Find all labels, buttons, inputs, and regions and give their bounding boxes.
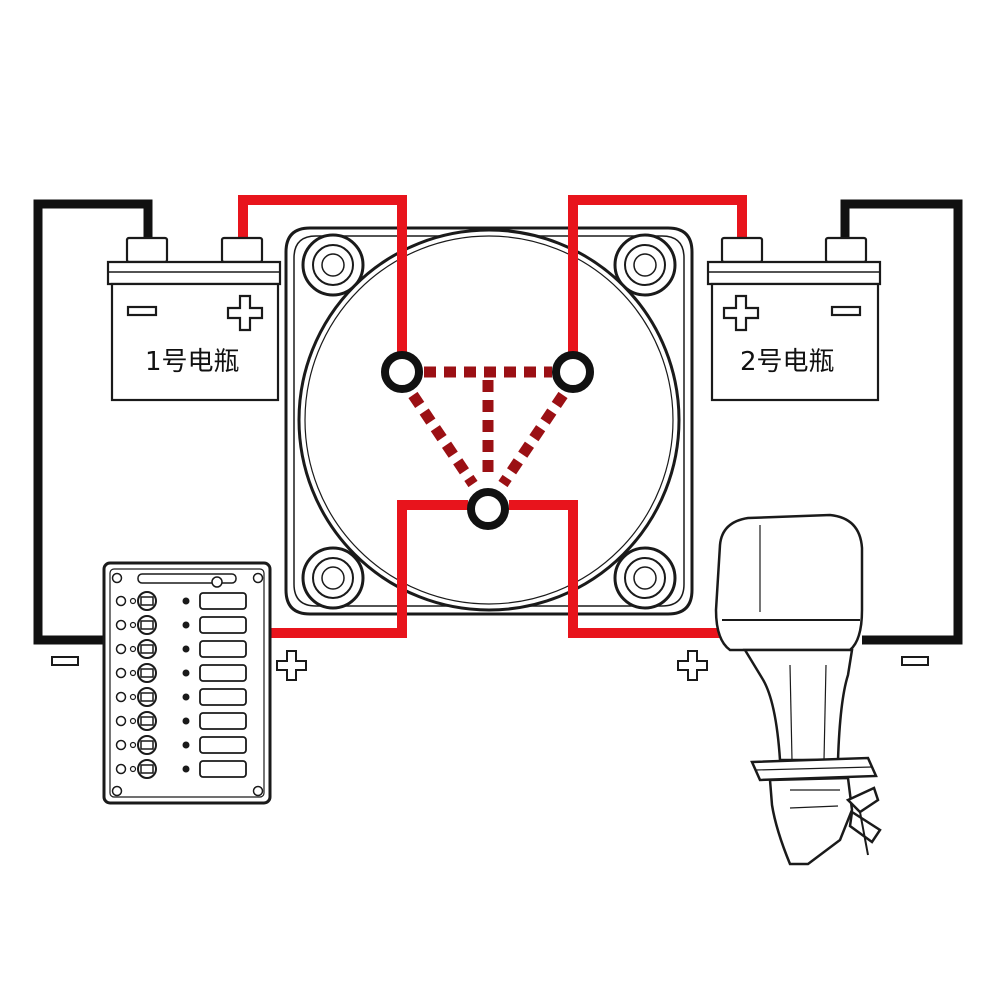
toggle-lever-icon <box>140 716 154 726</box>
battery-2 <box>706 236 882 402</box>
indicator-dot <box>129 717 137 725</box>
breaker-row <box>115 615 247 635</box>
breaker-row <box>115 711 247 731</box>
indicator-dot <box>129 693 137 701</box>
minus-icon <box>126 305 158 317</box>
led-indicator-icon <box>182 765 190 773</box>
breaker-row <box>115 759 247 779</box>
breaker-switch-panel <box>102 561 272 805</box>
motor-positive-wire <box>509 500 720 638</box>
toggle-lever-icon <box>140 668 154 678</box>
breaker-row <box>115 639 247 659</box>
led-indicator-icon <box>182 669 190 677</box>
toggle-lever-icon <box>140 596 154 606</box>
terminal-common <box>467 488 509 530</box>
screw-icon <box>115 619 127 631</box>
circuit-label-plate <box>199 640 247 658</box>
battery2-negative-wire <box>840 199 963 645</box>
internal-switch-links <box>408 366 568 488</box>
positive-wires <box>238 195 747 638</box>
minus-icon <box>901 656 929 666</box>
indicator-dot <box>129 597 137 605</box>
indicator-dot <box>129 621 137 629</box>
battery-1 <box>106 236 282 402</box>
breaker-row <box>115 735 247 755</box>
switch-terminals <box>381 351 594 530</box>
panel-positive-wire <box>268 500 468 638</box>
circuit-label-plate <box>199 688 247 706</box>
toggle-lever-icon <box>140 644 154 654</box>
minus-icon <box>51 656 79 666</box>
toggle-lever-icon <box>140 740 154 750</box>
breaker-row <box>115 687 247 707</box>
toggle-lever-icon <box>140 692 154 702</box>
circuit-label-plate <box>199 616 247 634</box>
plus-icon <box>276 650 307 681</box>
minus-icon <box>830 305 862 317</box>
circuit-label-plate <box>199 712 247 730</box>
indicator-dot <box>129 741 137 749</box>
breaker-row <box>115 663 247 683</box>
outboard-motor-icon <box>714 513 882 866</box>
mounting-hole-icon <box>613 233 677 297</box>
screw-icon <box>115 715 127 727</box>
battery1-negative-wire <box>33 199 153 645</box>
plus-icon <box>722 294 760 332</box>
indicator-dot <box>129 765 137 773</box>
led-indicator-icon <box>182 717 190 725</box>
screw-icon <box>115 691 127 703</box>
mounting-hole-icon <box>301 233 365 297</box>
circuit-label-plate <box>199 736 247 754</box>
terminal-battery1 <box>381 351 423 393</box>
mounting-hole-icon <box>613 546 677 610</box>
indicator-dot <box>129 669 137 677</box>
plus-icon <box>677 650 708 681</box>
led-indicator-icon <box>182 741 190 749</box>
screw-icon <box>115 763 127 775</box>
toggle-lever-icon <box>140 764 154 774</box>
battery2-label: 2号电瓶 <box>740 347 835 377</box>
led-indicator-icon <box>182 621 190 629</box>
screw-icon <box>115 595 127 607</box>
terminal-battery2 <box>552 351 594 393</box>
circuit-label-plate <box>199 592 247 610</box>
led-indicator-icon <box>182 597 190 605</box>
mounting-hole-icon <box>301 546 365 610</box>
battery1-positive-wire <box>238 195 407 358</box>
breaker-row <box>115 591 247 611</box>
screw-icon <box>115 643 127 655</box>
indicator-dot <box>129 645 137 653</box>
battery1-label: 1号电瓶 <box>145 347 240 377</box>
battery2-positive-wire <box>568 195 747 358</box>
toggle-lever-icon <box>140 620 154 630</box>
circuit-label-plate <box>199 664 247 682</box>
led-indicator-icon <box>182 693 190 701</box>
led-indicator-icon <box>182 645 190 653</box>
screw-icon <box>115 739 127 751</box>
screw-icon <box>115 667 127 679</box>
plus-icon <box>226 294 264 332</box>
circuit-label-plate <box>199 760 247 778</box>
negative-wires <box>33 199 963 645</box>
